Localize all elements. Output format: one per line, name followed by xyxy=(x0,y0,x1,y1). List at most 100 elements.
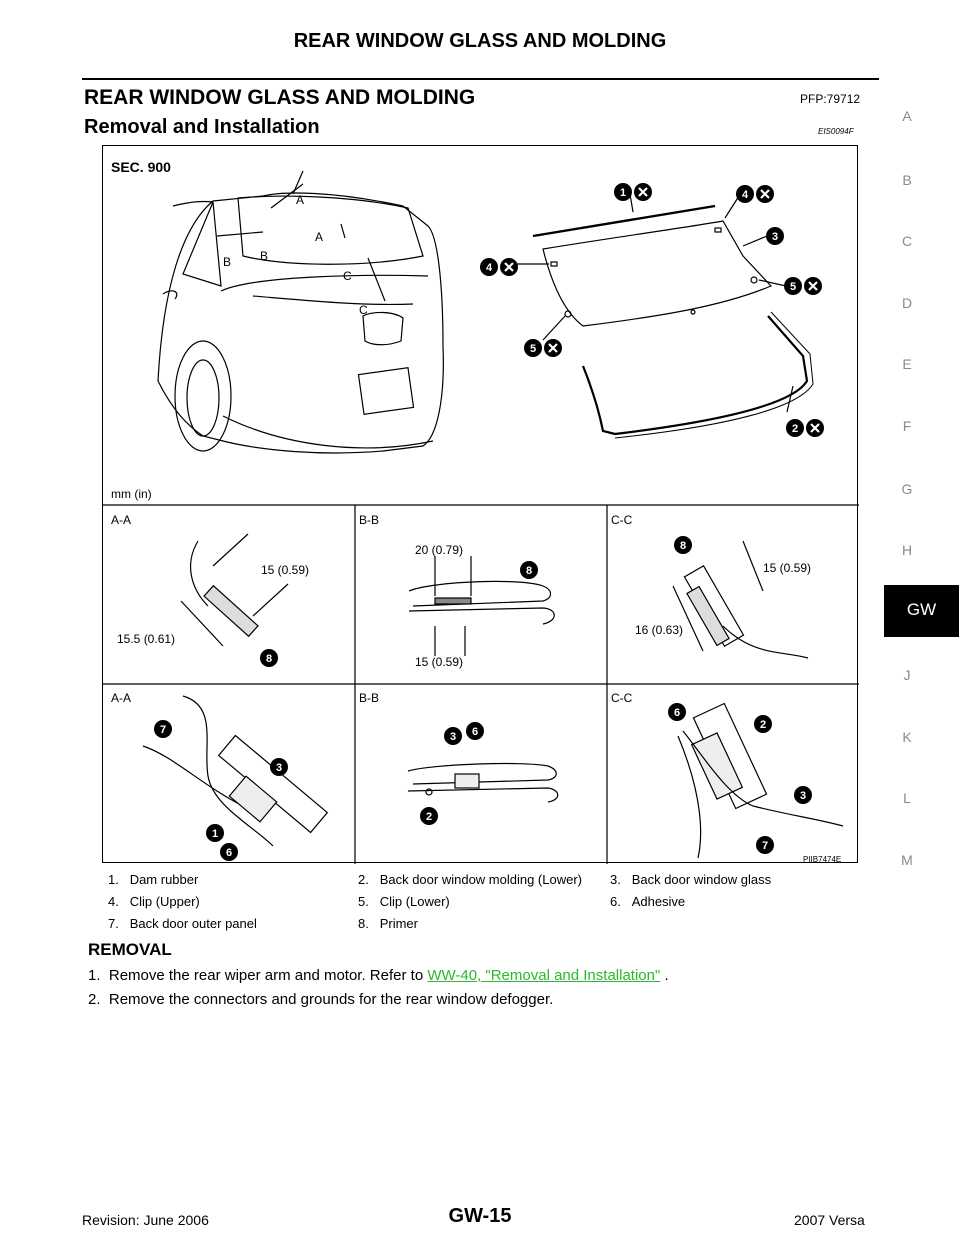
callout-label: 5 xyxy=(530,343,536,355)
detail-cc-assembly xyxy=(677,702,844,859)
callout-2 xyxy=(420,807,438,825)
detail-bb-assembly xyxy=(407,762,559,803)
side-tab-gw-label: GW xyxy=(906,600,937,619)
callout-label: 1 xyxy=(620,187,626,199)
callout-label: 3 xyxy=(772,231,778,243)
callout-label: 7 xyxy=(762,840,768,852)
side-tab-j[interactable]: J xyxy=(903,667,911,683)
callout-label: 7 xyxy=(160,724,166,736)
callout-3 xyxy=(766,227,784,245)
not-reusable-marks xyxy=(500,183,824,437)
removal-heading: REMOVAL xyxy=(88,940,172,959)
legend-item: 5. Clip (Lower) xyxy=(358,894,450,909)
callout-label: 2 xyxy=(426,811,432,823)
callout-label: 6 xyxy=(674,707,680,719)
callout-label: 2 xyxy=(792,423,798,435)
section-label-bb: B-B xyxy=(359,513,379,527)
side-tab-m[interactable]: M xyxy=(901,852,913,868)
callout-8 xyxy=(260,649,278,667)
detail-bb-primer xyxy=(408,556,555,656)
section-label-bb: B-B xyxy=(359,691,379,705)
side-tab-k[interactable]: K xyxy=(902,729,912,745)
section-mark-c: C xyxy=(359,303,368,317)
running-header: REAR WINDOW GLASS AND MOLDING xyxy=(293,30,667,52)
callout-label: 3 xyxy=(450,731,456,743)
callout-6 xyxy=(466,722,484,740)
legend-item: 1. Dam rubber xyxy=(108,872,199,887)
sub-title: Removal and Installation xyxy=(84,116,320,138)
side-tab-gw-active[interactable]: GW xyxy=(884,585,959,637)
legend-item: 2. Back door window molding (Lower) xyxy=(358,872,582,887)
footer-page-number: GW-15 xyxy=(448,1205,512,1227)
legend-item: 6. Adhesive xyxy=(610,894,686,909)
callout-8 xyxy=(520,561,538,579)
glass-exploded-drawing xyxy=(513,193,814,439)
callout-4 xyxy=(480,258,498,276)
not-reusable-icon xyxy=(544,339,562,357)
not-reusable-icon xyxy=(804,277,822,295)
pfp-code: PFP:79712 xyxy=(800,92,861,106)
section-number-label: SEC. 900 xyxy=(111,159,171,175)
callout-label: 8 xyxy=(526,565,532,577)
side-tab-h[interactable]: H xyxy=(901,542,913,558)
removal-step-1: 1. Remove the rear wiper arm and motor. … xyxy=(88,967,669,984)
callout-8 xyxy=(674,536,692,554)
callout-2 xyxy=(786,419,804,437)
installation-figure: 1 4 3 4 5 5 2 8 8 8 7 3 1 6 3 6 2 6 2 3 … xyxy=(102,145,859,864)
legend-item: 8. Primer xyxy=(358,916,418,931)
removal-step-2: 2. Remove the connectors and grounds for… xyxy=(88,991,554,1008)
callout-4 xyxy=(736,185,754,203)
side-tab-d[interactable]: D xyxy=(901,295,913,311)
image-code: PIIB7474E xyxy=(803,855,841,864)
callout-6 xyxy=(668,703,686,721)
callout-3 xyxy=(270,758,288,776)
callout-label: 3 xyxy=(276,762,282,774)
dimension-label: 15 (0.59) xyxy=(415,655,463,669)
figure-drawing: 1 4 3 4 5 5 2 8 8 8 7 3 1 6 3 6 2 6 2 3 … xyxy=(103,159,859,864)
callout-6 xyxy=(220,843,238,861)
section-label-cc: C-C xyxy=(611,691,633,705)
callout-7 xyxy=(154,720,172,738)
dimension-label: 15 (0.59) xyxy=(261,563,309,577)
callout-3 xyxy=(794,786,812,804)
side-tab-a[interactable]: A xyxy=(902,108,912,124)
dimension-label: 20 (0.79) xyxy=(415,543,463,557)
side-tab-g[interactable]: G xyxy=(901,481,913,497)
callout-2 xyxy=(754,715,772,733)
footer-revision: Revision: June 2006 xyxy=(82,1212,209,1228)
cross-reference-link[interactable]: WW-40, "Removal and Installation" xyxy=(427,967,661,984)
callout-1 xyxy=(206,824,224,842)
not-reusable-icon xyxy=(756,185,774,203)
legend-item: 3. Back door window glass xyxy=(610,872,772,887)
callout-7 xyxy=(756,836,774,854)
side-tab-f[interactable]: F xyxy=(902,418,912,434)
not-reusable-icon xyxy=(500,258,518,276)
footer-model: 2007 Versa xyxy=(794,1212,865,1228)
eis-code: EIS0094F xyxy=(818,127,854,136)
side-tab-b[interactable]: B xyxy=(902,172,912,188)
section-mark-b: B xyxy=(260,249,268,263)
section-title: REAR WINDOW GLASS AND MOLDING xyxy=(84,86,476,109)
section-mark-c: C xyxy=(343,269,352,283)
detail-aa-assembly xyxy=(142,695,329,847)
side-tab-c[interactable]: C xyxy=(901,233,913,249)
callout-markers xyxy=(154,183,812,861)
not-reusable-icon xyxy=(806,419,824,437)
section-mark-a: A xyxy=(315,230,323,244)
legend-item: 7. Back door outer panel xyxy=(108,916,257,931)
callout-label: 5 xyxy=(790,281,796,293)
side-tab-e[interactable]: E xyxy=(902,356,912,372)
detail-aa-primer xyxy=(180,533,289,647)
side-tab-l[interactable]: L xyxy=(903,790,911,806)
callout-5 xyxy=(784,277,802,295)
section-mark-b: B xyxy=(223,255,231,269)
callout-3 xyxy=(444,727,462,745)
callout-label: 6 xyxy=(226,847,232,859)
callout-label: 8 xyxy=(680,540,686,552)
callout-label: 6 xyxy=(472,726,478,738)
section-label-aa: A-A xyxy=(111,691,131,705)
callout-label: 3 xyxy=(800,790,806,802)
dimension-label: 15.5 (0.61) xyxy=(117,632,175,646)
car-rear-drawing xyxy=(157,170,444,454)
dimension-label: 15 (0.59) xyxy=(763,561,811,575)
